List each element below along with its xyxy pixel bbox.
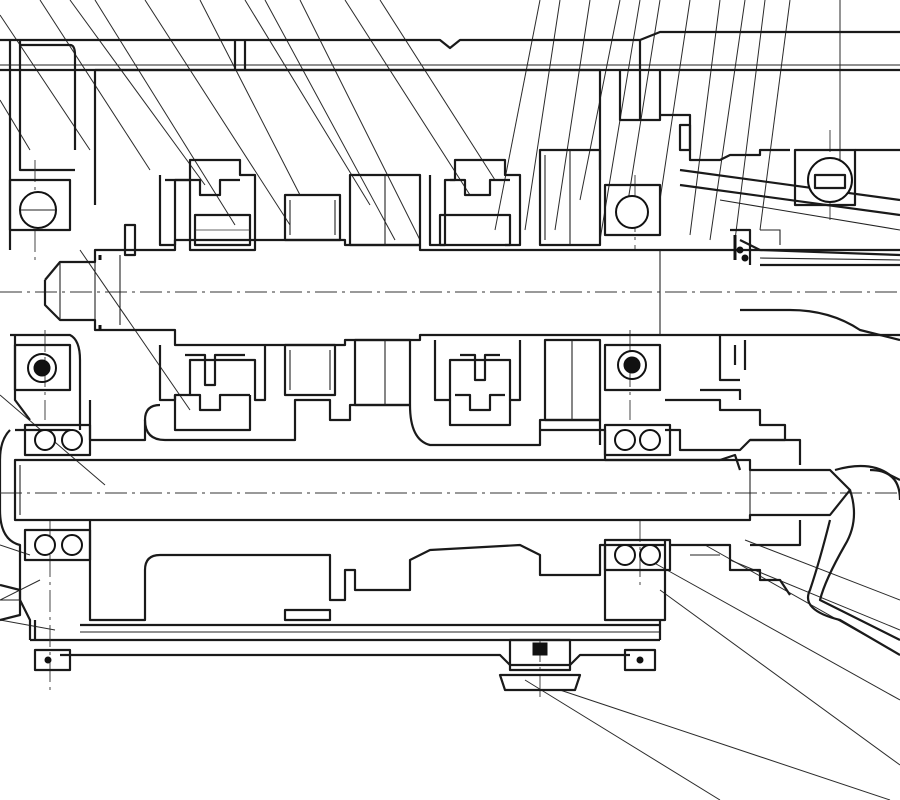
- output-shaft: [13, 438, 900, 656]
- gear-selector-fork: [665, 246, 791, 596]
- gearbox-housing: [0, 30, 900, 667]
- ball-bearing-left-upper: [8, 178, 72, 232]
- ball-bearing-mid-upper: [603, 183, 662, 237]
- roller-bearing-left-lower: [23, 423, 92, 562]
- gear-pair-3: [428, 158, 522, 427]
- input-shaft: [43, 223, 900, 347]
- drain-plug: [498, 638, 582, 692]
- leader-lines-bottom: [0, 539, 900, 800]
- mounting-foot-right: [623, 648, 657, 672]
- roller-bearing-right-lower: [603, 423, 672, 572]
- gear-pair-1: [158, 158, 267, 432]
- seal-details: [0, 123, 781, 622]
- mounting-foot-left: [33, 648, 72, 672]
- ball-bearing-left-mid: [13, 343, 72, 392]
- gear-pair-2: [283, 173, 422, 407]
- ball-bearing-right-upper: [793, 148, 857, 207]
- ball-bearing-right-mid: [603, 343, 662, 392]
- gear-pair-4: [538, 148, 602, 422]
